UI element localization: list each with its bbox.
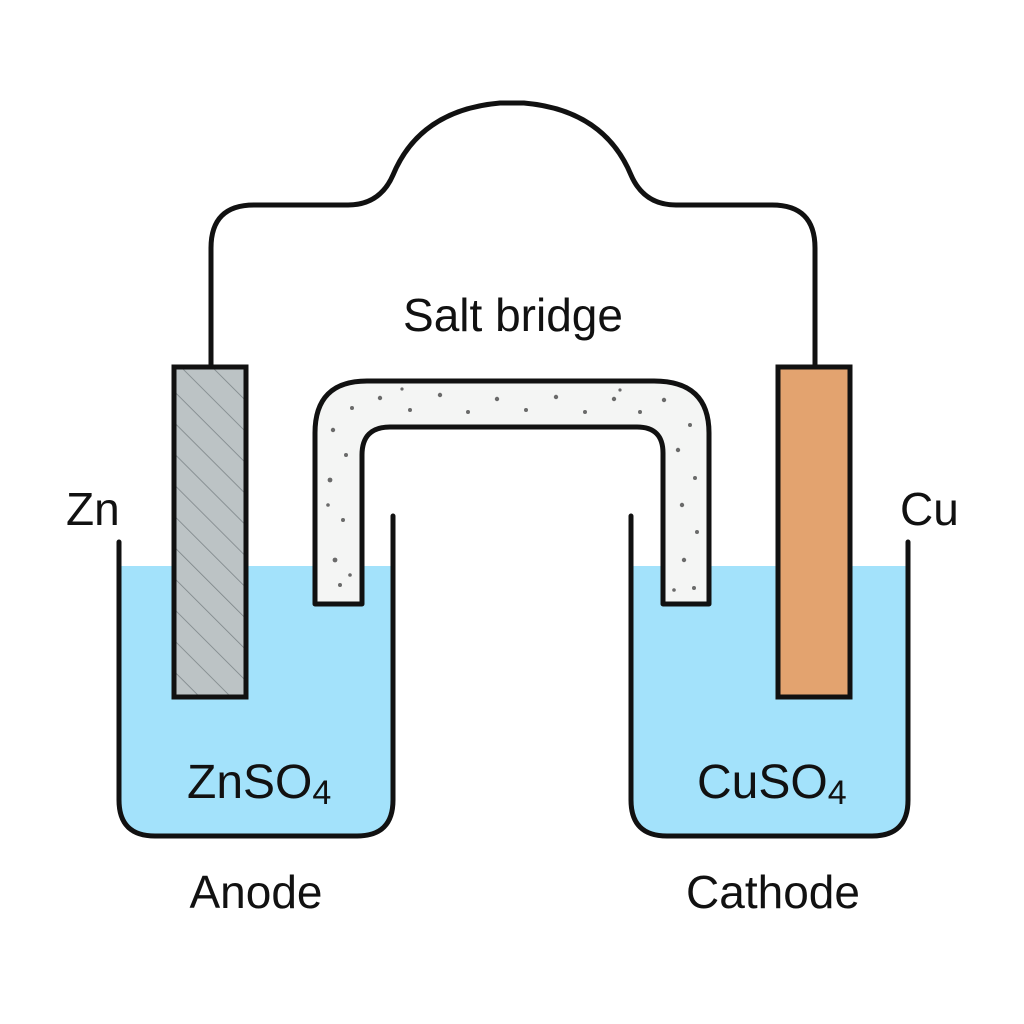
zinc-sulfate-formula: ZnSO	[187, 756, 312, 809]
zinc-sulfate-subscript: 4	[312, 774, 331, 812]
zinc-label: Zn	[66, 483, 120, 535]
copper-sulfate-formula: CuSO	[697, 756, 828, 809]
zinc-electrode-hatching	[174, 367, 246, 697]
external-wire	[208, 100, 818, 368]
cathode-beaker	[628, 513, 911, 839]
copper-sulfate-subscript: 4	[828, 774, 847, 812]
copper-label: Cu	[900, 483, 959, 535]
copper-sulfate-label: CuSO4	[697, 756, 847, 812]
anode-label: Anode	[189, 866, 322, 918]
cathode-label: Cathode	[686, 866, 860, 918]
salt-bridge-tube	[312, 378, 712, 607]
anode-beaker	[116, 513, 396, 839]
salt-bridge-particles	[326, 387, 699, 592]
zinc-electrode-outline	[171, 364, 249, 700]
copper-electrode	[775, 364, 853, 700]
salt-bridge-label: Salt bridge	[403, 289, 623, 341]
zinc-sulfate-label: ZnSO4	[187, 756, 331, 812]
